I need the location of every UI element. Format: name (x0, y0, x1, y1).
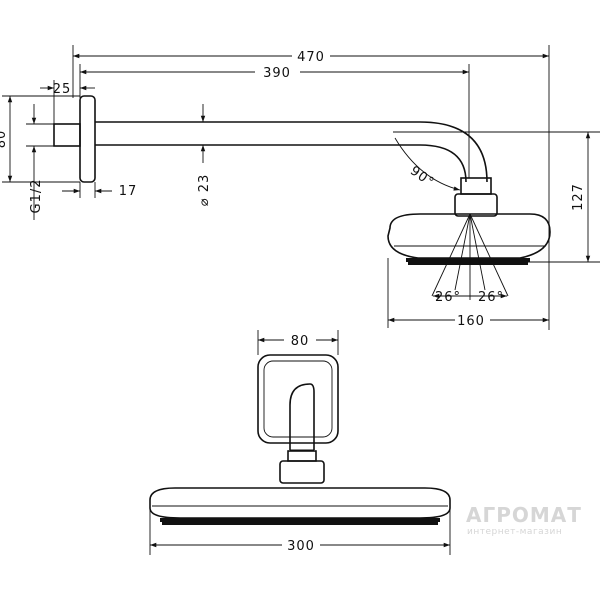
ball-joint (454, 193, 498, 217)
arm-front (289, 383, 315, 450)
dimension-angle-90-label: 90° (407, 164, 437, 191)
dimension-25: 25 (40, 80, 95, 124)
shower-arm (95, 121, 488, 183)
dimension-470-label: 470 (297, 50, 325, 65)
dimension-17-label: 17 (119, 184, 138, 199)
dimension-80-front-label: 80 (291, 334, 310, 349)
dimension-300-label: 300 (287, 539, 315, 554)
dimension-390: 390 (79, 64, 470, 178)
dimension-thread-label: G1/2 (29, 179, 44, 214)
dimension-390-label: 390 (263, 66, 291, 81)
shower-head-front (149, 487, 451, 519)
dimension-160: 160 (387, 258, 549, 329)
dimension-diameter: ⌀ 23 (197, 104, 212, 206)
watermark-tagline: интернет-магазин (467, 527, 562, 537)
dimension-127-label: 127 (571, 183, 586, 211)
dimension-300: 300 (149, 505, 451, 555)
dimension-thread: G1/2 (26, 104, 54, 220)
dimension-25-label: 25 (53, 82, 72, 97)
wall-flange (79, 95, 96, 183)
dimension-80-side: 80 (0, 95, 80, 183)
dimension-160-label: 160 (457, 314, 485, 329)
nozzles-side (406, 258, 530, 265)
dimension-spray-angles: 26° 26° (433, 290, 507, 305)
shower-head-side (387, 213, 551, 259)
wall-plate-inner (263, 360, 333, 438)
wall-plate-outer (257, 354, 339, 444)
thread-stub (53, 123, 81, 147)
dimension-80-side-label: 80 (0, 130, 9, 149)
dimension-diameter-label: ⌀ 23 (197, 174, 212, 207)
front-view: 80 300 (149, 330, 451, 555)
spray-cone (431, 213, 509, 300)
dimension-80-front: 80 (257, 330, 339, 355)
dimension-spray-right-label: 26° (478, 290, 504, 305)
nozzles-front (160, 518, 440, 525)
watermark: АГРОМАТ интернет-магазин (466, 503, 582, 537)
connector-nut-front (287, 450, 317, 462)
ball-joint-front (279, 460, 325, 484)
dimension-spray-left-label: 26° (435, 290, 461, 305)
side-view: 470 390 25 80 (0, 45, 600, 330)
dimension-17: 17 (62, 182, 138, 199)
dimension-127: 127 (472, 131, 600, 263)
watermark-brand: АГРОМАТ (466, 503, 582, 527)
dimension-470: 470 (72, 45, 550, 330)
